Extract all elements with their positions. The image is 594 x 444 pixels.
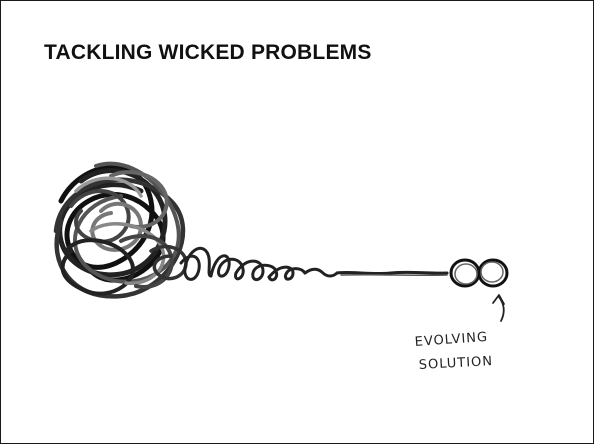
unwinding-loops xyxy=(181,248,337,280)
annotation-line-1: EVOLVING xyxy=(414,330,488,350)
annotation-arrow xyxy=(493,295,504,321)
straight-path-line xyxy=(337,272,447,275)
tangle-scribble xyxy=(56,164,186,297)
solution-loop xyxy=(451,260,507,286)
annotation-line-2: SOLUTION xyxy=(418,354,493,373)
